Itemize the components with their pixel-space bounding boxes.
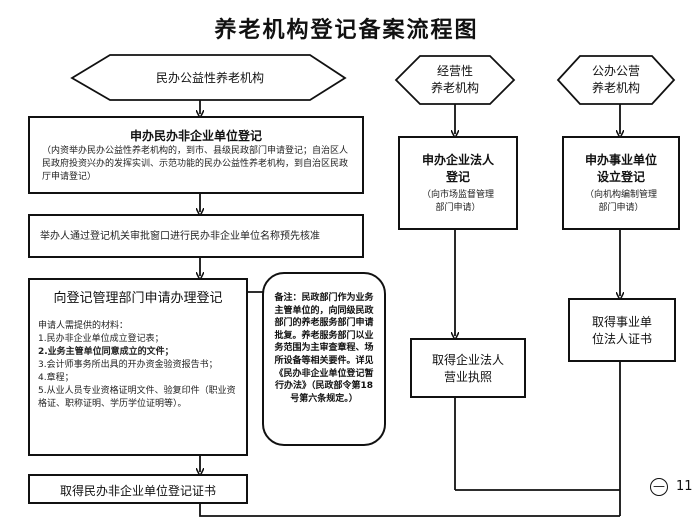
start-nonprofit: 民办公益性养老机构 bbox=[155, 71, 264, 85]
start-commercial-line2: 养老机构 bbox=[430, 81, 479, 95]
material-item: 4.章程； bbox=[38, 373, 74, 383]
start-commercial-line1: 经营性 bbox=[436, 64, 473, 78]
hexagon-middle bbox=[394, 55, 516, 105]
nonprofit-register-box: 申办民办非企业单位登记 （内资举办民办公益性养老机构的，到市、县级民政部门申请登… bbox=[28, 116, 364, 194]
material-item: 3.会计师事务所出具的开办资金验资报告书； bbox=[38, 360, 218, 370]
apply-registration-box: 向登记管理部门申请办理登记 申请人需提供的材料： 1.民办非企业单位成立登记表；… bbox=[28, 278, 248, 456]
institution-register-line1: 申办事业单位 bbox=[584, 153, 657, 167]
enterprise-register-desc-line2: 部门申请） bbox=[435, 203, 481, 213]
start-public-line2: 养老机构 bbox=[591, 81, 640, 95]
enterprise-register-box: 申办企业法人 登记 （向市场监督管理 部门申请） bbox=[398, 136, 518, 230]
page-number-text: 11 bbox=[676, 479, 693, 494]
institution-register-desc-line1: （向机构编制管理 bbox=[584, 190, 657, 200]
materials-title: 申请人需提供的材料： bbox=[38, 321, 129, 331]
start-public-line1: 公办公营 bbox=[591, 64, 640, 78]
page-title: 养老机构登记备案流程图 bbox=[214, 17, 479, 43]
page-number: — 11 bbox=[650, 478, 693, 496]
nonprofit-certificate-text: 取得民办非企业单位登记证书 bbox=[59, 484, 216, 498]
institution-certificate-box: 取得事业单 位法人证书 bbox=[568, 298, 676, 362]
name-precheck-text: 举办人通过登记机关审批窗口进行民办非企业单位名称预先核准 bbox=[40, 231, 320, 242]
material-item: 5.从业人员专业资格证明文件、验复印件（职业资格证、职称证明、学历学位证明等）。 bbox=[38, 386, 236, 409]
hexagon-right bbox=[556, 55, 676, 105]
hexagon-left bbox=[70, 54, 347, 101]
name-precheck-box: 举办人通过登记机关审批窗口进行民办非企业单位名称预先核准 bbox=[28, 214, 364, 258]
start-public: 公办公营 养老机构 bbox=[575, 63, 657, 97]
business-license-box: 取得企业法人 营业执照 bbox=[410, 338, 526, 398]
institution-register-line2: 设立登记 bbox=[596, 170, 645, 184]
institution-certificate-line1: 取得事业单 bbox=[591, 315, 652, 329]
enterprise-register-line1: 申办企业法人 bbox=[421, 153, 494, 167]
business-license-line1: 取得企业法人 bbox=[431, 353, 504, 367]
business-license-line2: 营业执照 bbox=[443, 370, 492, 384]
material-item: 2.业务主管单位同意成立的文件； bbox=[38, 347, 174, 357]
enterprise-register-line2: 登记 bbox=[445, 170, 470, 184]
enterprise-register-desc-line1: （向市场监督管理 bbox=[421, 190, 494, 200]
apply-registration-title: 向登记管理部门申请办理登记 bbox=[53, 291, 223, 306]
page-symbol: — bbox=[650, 478, 668, 496]
nonprofit-certificate-box: 取得民办非企业单位登记证书 bbox=[28, 474, 248, 504]
institution-certificate-line2: 位法人证书 bbox=[591, 332, 652, 346]
nonprofit-register-desc: （内资举办民办公益性养老机构的，到市、县级民政部门申请登记；自治区人民政府投资兴… bbox=[42, 146, 349, 182]
institution-register-desc-line2: 部门申请） bbox=[598, 203, 644, 213]
institution-register-box: 申办事业单位 设立登记 （向机构编制管理 部门申请） bbox=[562, 136, 680, 230]
nonprofit-register-title: 申办民办非企业单位登记 bbox=[129, 129, 262, 143]
material-item: 1.民办非企业单位成立登记表； bbox=[38, 334, 164, 344]
start-commercial: 经营性 养老机构 bbox=[415, 63, 495, 97]
remark-note: 备注：民政部门作为业务主管单位的，向同级民政部门的养老服务部门申请批复。养老服务… bbox=[262, 272, 386, 446]
